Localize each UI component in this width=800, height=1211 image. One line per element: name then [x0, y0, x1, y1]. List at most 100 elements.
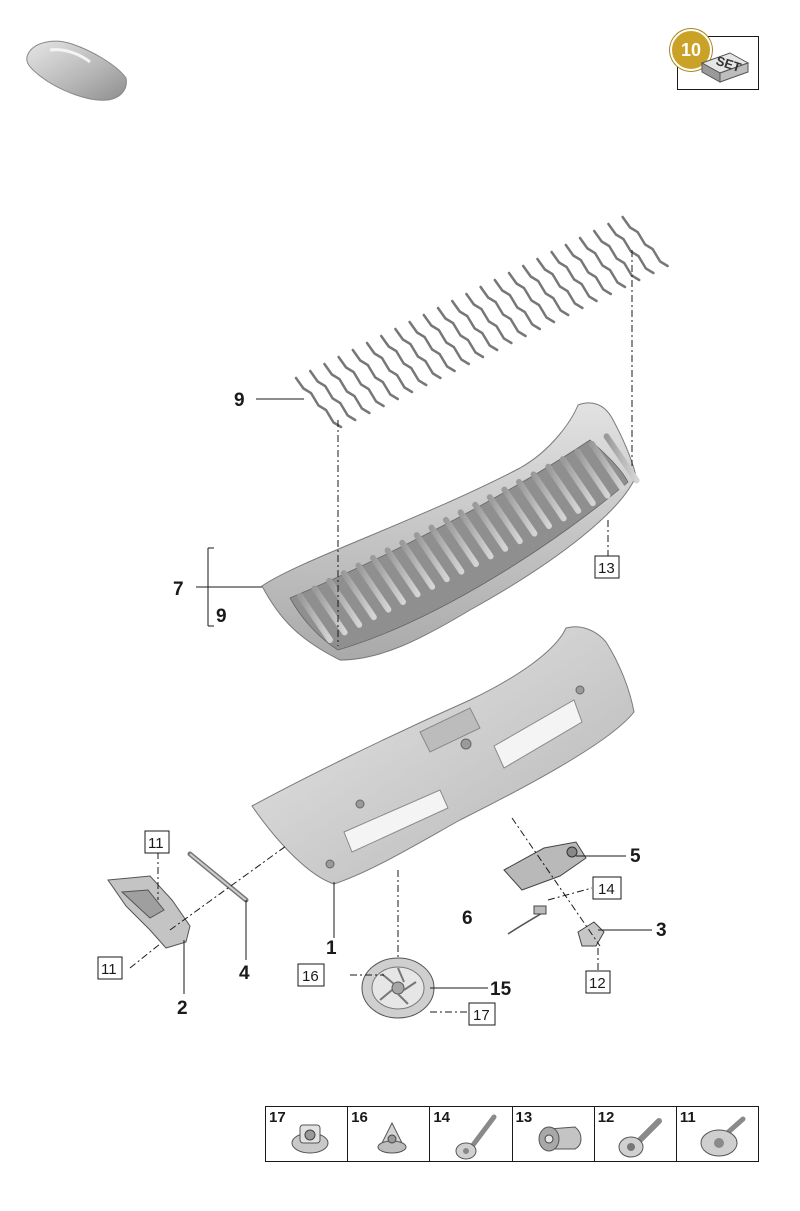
grille-slat [536, 257, 584, 310]
boxed-refs: 13 11 11 14 12 16 17 [97, 555, 622, 1026]
grille-slat [621, 215, 669, 268]
grille-cover [261, 402, 640, 661]
grille-fin [574, 448, 611, 499]
ref-cell-14: 14 [430, 1107, 513, 1161]
grille-slat [394, 327, 442, 380]
grille-fin [443, 517, 479, 567]
grille-fin [399, 539, 436, 590]
ref-cell-17: 17 [266, 1107, 349, 1161]
grille-slat [465, 292, 513, 345]
callout-1: 1 [326, 938, 337, 959]
grille-slat [337, 355, 385, 408]
callout-7: 7 [173, 579, 184, 600]
long-bolt-icon [455, 1114, 497, 1160]
grille-fin [486, 494, 523, 545]
grille-fin [370, 555, 406, 605]
actuator [503, 841, 587, 891]
ref-cell-13: 13 [513, 1107, 595, 1161]
grille-fin [545, 463, 582, 514]
grille-fin [472, 501, 509, 552]
grille-slat [323, 362, 371, 415]
grille-slat [564, 243, 613, 296]
callout-numbers: 9 7 9 1 2 3 4 5 6 15 [173, 390, 667, 1019]
cable [507, 905, 547, 935]
grille-fin [413, 532, 450, 583]
ref-cell-16: 16 [348, 1107, 431, 1161]
grille-fin [326, 577, 363, 628]
ref-number: 17 [269, 1109, 286, 1126]
grille-slat [436, 306, 485, 359]
grille-slat [379, 334, 428, 387]
grille-slats-loose [294, 215, 669, 429]
hex-bolt-icon [618, 1118, 662, 1158]
grille-fin [559, 456, 596, 507]
boxed-ref-11-lower: 11 [101, 961, 117, 978]
grille-slat [422, 313, 471, 366]
set-block-icon: SET [700, 52, 750, 83]
grille-fin [384, 547, 421, 598]
fan [361, 957, 435, 1019]
leader-lines [183, 398, 652, 994]
expansion-nut-icon [538, 1126, 582, 1152]
callout-9-top: 9 [234, 390, 245, 411]
boxed-ref-12: 12 [589, 975, 606, 992]
grille-slat [607, 222, 655, 275]
boxed-ref-11-upper: 11 [148, 835, 164, 852]
callout-9-bottom: 9 [216, 606, 227, 627]
assembly-lines [129, 250, 633, 1013]
grille-fin [501, 486, 538, 537]
ref-number: 14 [433, 1109, 451, 1126]
grille-slat [308, 369, 357, 422]
grille-slat [408, 320, 456, 373]
grille-slat [550, 250, 598, 303]
grille-fin [355, 562, 392, 613]
callout-2: 2 [177, 998, 188, 1019]
callout-6: 6 [462, 908, 473, 929]
grille-fin [311, 585, 348, 636]
boxed-ref-17: 17 [473, 1007, 490, 1024]
ref-number: 12 [597, 1109, 615, 1126]
clip-nut-icon [377, 1121, 407, 1154]
grille-slat [493, 278, 542, 331]
callout-5: 5 [630, 846, 641, 867]
set-label: SET [714, 53, 743, 75]
grille-fin [603, 433, 640, 484]
ref-cell-11: 11 [677, 1107, 758, 1161]
grille-slat [351, 348, 400, 401]
ref-number: 13 [515, 1109, 533, 1126]
grille-fin [589, 441, 625, 491]
boxed-ref-14: 14 [598, 881, 615, 898]
grille-fin [516, 479, 552, 529]
callout-15: 15 [490, 979, 512, 1000]
boxed-ref-13: 13 [598, 560, 615, 577]
fastener-reference-table: 17 16 14 13 12 [265, 1106, 759, 1162]
callout-4: 4 [239, 963, 250, 984]
lock-bracket [107, 875, 191, 949]
grille-fin [340, 570, 377, 621]
grille-cover-fins [297, 433, 640, 643]
gas-strut [187, 851, 249, 903]
ref-cell-12: 12 [595, 1107, 677, 1161]
grille-slat [365, 341, 414, 394]
grille-fin [457, 509, 494, 560]
base-plate [251, 626, 635, 885]
clip [577, 921, 605, 947]
ref-number: 16 [351, 1109, 368, 1126]
grille-slat [479, 285, 527, 338]
grille-fin [297, 593, 333, 643]
flange-nut-icon [291, 1124, 329, 1154]
boxed-ref-16: 16 [302, 968, 319, 985]
grille-slat [507, 271, 556, 324]
set-badge: 10 SET [670, 29, 759, 90]
grille-slat [521, 264, 570, 317]
grille-slat [294, 376, 343, 429]
grille-slat [578, 236, 627, 289]
grille-slat [450, 299, 499, 352]
grille-fin [530, 471, 567, 522]
ref-number: 11 [679, 1109, 696, 1126]
callout-3: 3 [656, 920, 667, 941]
car-silhouette-icon [26, 40, 127, 101]
grille-fin [428, 524, 465, 575]
torx-screw-icon [700, 1116, 746, 1157]
